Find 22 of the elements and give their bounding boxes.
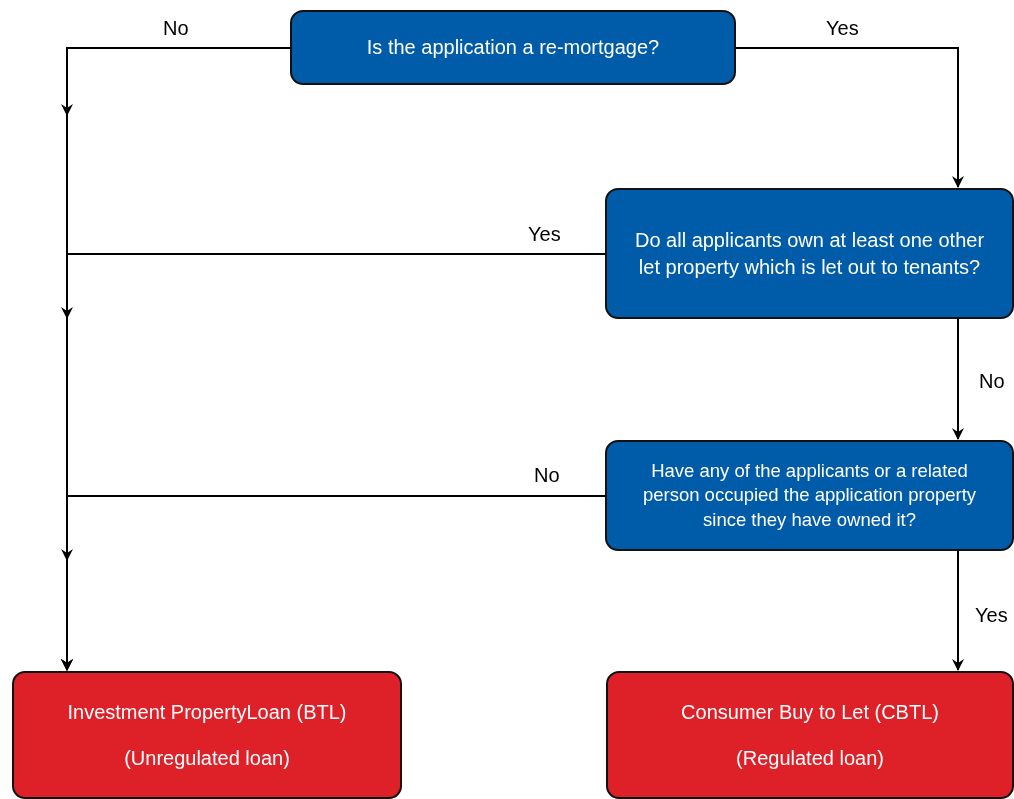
edge-label: No	[534, 464, 560, 487]
edge-label: Yes	[975, 604, 1008, 627]
decision-box	[290, 10, 736, 85]
box-subtext: (Regulated loan)	[736, 746, 884, 771]
edge-label: No	[163, 17, 189, 40]
box-text: Consumer Buy to Let (CBTL)	[681, 699, 939, 725]
edge-label: Yes	[826, 17, 859, 40]
edge-label: Yes	[528, 223, 561, 246]
decision-box	[605, 440, 1014, 551]
box-text: Is the application a re-mortgage?	[366, 35, 660, 61]
flow-arrow	[952, 550, 964, 671]
edge-label: No	[979, 370, 1005, 393]
box-text: Do all applicants own at least one other let property which is let out to tenants?	[633, 228, 986, 280]
box-subtext: (Unregulated loan)	[124, 746, 290, 771]
flow-arrow	[735, 47, 964, 188]
outcome-box	[606, 671, 1014, 799]
flow-arrow	[952, 318, 964, 440]
outcome-box	[12, 671, 402, 799]
box-text: Investment PropertyLoan (BTL)	[67, 699, 347, 725]
box-text: Have any of the applicants or a related person occupied the application property since they have owned it?	[641, 458, 978, 532]
decision-box	[605, 188, 1014, 319]
flow-arrow	[61, 495, 606, 671]
